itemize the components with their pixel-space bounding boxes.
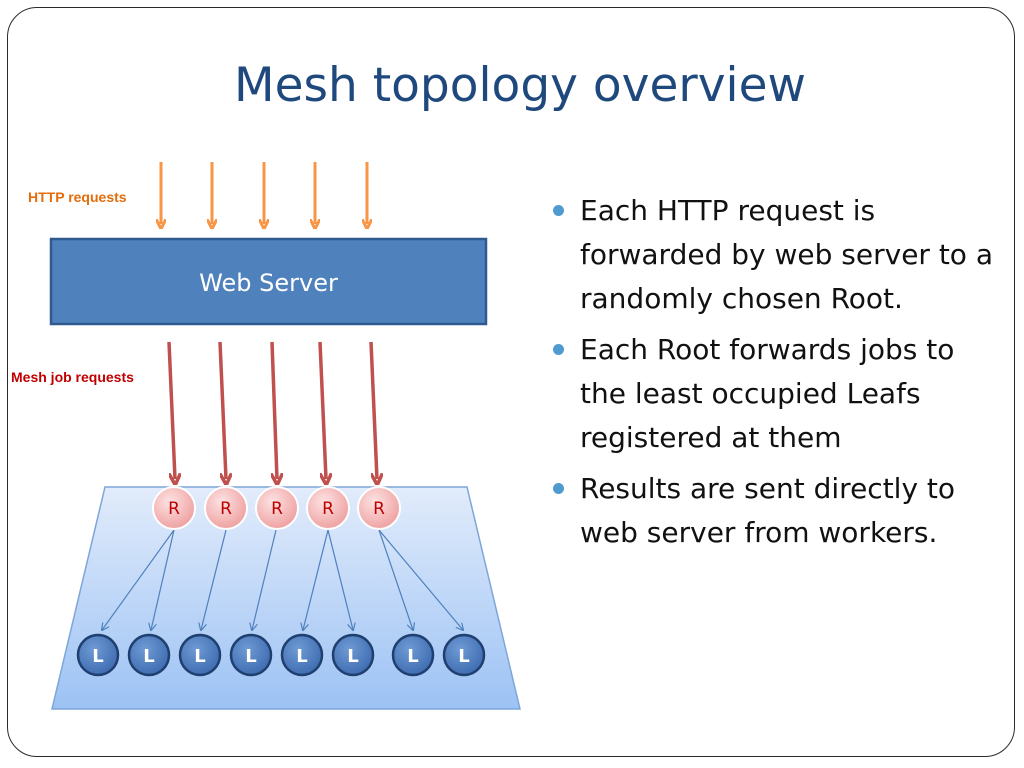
root-node: R xyxy=(306,486,350,530)
leaf-node: L xyxy=(331,633,375,677)
bullet-item: Each Root forwards jobs to the least occ… xyxy=(549,328,999,460)
bullet-list: Each HTTP request is forwarded by web se… xyxy=(549,189,999,562)
leaf-node: L xyxy=(280,633,324,677)
bullet-item: Results are sent directly to web server … xyxy=(549,467,999,555)
mesh-job-arrow xyxy=(318,341,326,479)
root-leaf-link xyxy=(252,529,277,630)
leaf-node: L xyxy=(391,633,435,677)
mesh-topology-diagram: HTTP requests Mesh job requests Web Serv… xyxy=(11,162,521,710)
mesh-job-arrow xyxy=(369,341,377,479)
root-leaf-link xyxy=(201,529,227,630)
leaf-node-label: L xyxy=(458,646,469,667)
root-node-label: R xyxy=(271,499,283,519)
root-node: R xyxy=(152,486,196,530)
root-leaf-link xyxy=(378,529,413,630)
leaf-node: L xyxy=(442,633,486,677)
http-requests-label: HTTP requests xyxy=(28,189,127,205)
leaf-node-label: L xyxy=(194,646,205,667)
leaf-node-label: L xyxy=(245,646,256,667)
root-node: R xyxy=(204,486,248,530)
root-leaf-link xyxy=(327,529,353,630)
leaf-node: L xyxy=(178,633,222,677)
mesh-job-arrow xyxy=(167,341,175,479)
bullet-text: Each HTTP request is forwarded by web se… xyxy=(580,194,993,315)
root-node: R xyxy=(255,486,299,530)
root-node-label: R xyxy=(373,499,385,519)
web-server-label: Web Server xyxy=(199,269,338,297)
root-node: R xyxy=(357,486,401,530)
root-leaf-link xyxy=(102,529,175,630)
leaf-node-label: L xyxy=(347,646,358,667)
slide-frame xyxy=(7,7,1015,757)
leaf-node-label: L xyxy=(296,646,307,667)
bullet-item: Each HTTP request is forwarded by web se… xyxy=(549,189,999,321)
mesh-job-requests-label: Mesh job requests xyxy=(11,369,134,385)
mesh-job-arrow xyxy=(270,341,277,479)
slide-title: Mesh topology overview xyxy=(234,58,806,113)
root-leaf-link xyxy=(378,529,463,630)
leaf-node-label: L xyxy=(92,646,103,667)
mesh-job-arrow xyxy=(218,341,226,479)
web-server-box xyxy=(49,237,488,326)
bullet-text: Each Root forwards jobs to the least occ… xyxy=(580,333,955,454)
leaf-node: L xyxy=(76,633,120,677)
bullet-dot-icon xyxy=(553,205,564,216)
root-leaf-link xyxy=(303,529,329,630)
root-leaf-link xyxy=(151,529,175,630)
bullet-dot-icon xyxy=(553,483,564,494)
leaf-node: L xyxy=(229,633,273,677)
bullet-dot-icon xyxy=(553,344,564,355)
bullet-text: Results are sent directly to web server … xyxy=(580,472,956,549)
leaf-node: L xyxy=(127,633,171,677)
leaf-node-label: L xyxy=(143,646,154,667)
root-node-label: R xyxy=(168,499,180,519)
root-node-label: R xyxy=(322,499,334,519)
root-node-label: R xyxy=(220,499,232,519)
leaf-node-label: L xyxy=(407,646,418,667)
